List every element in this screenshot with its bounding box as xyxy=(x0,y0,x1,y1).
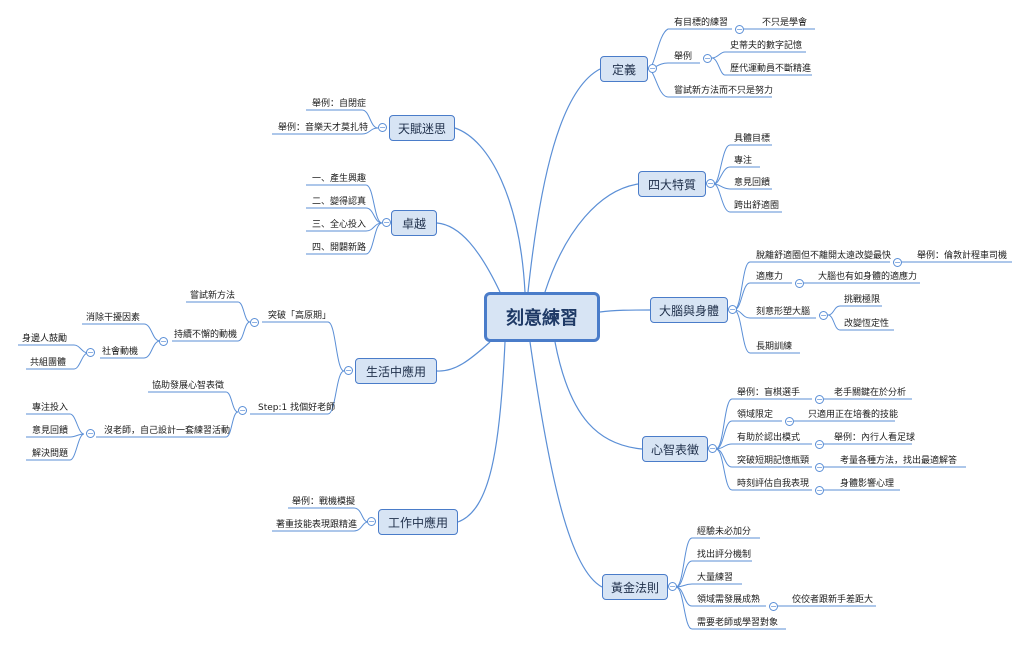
leaf-athletes[interactable]: 歷代運動員不斷精進 xyxy=(730,64,812,74)
collapse-toggle[interactable]: − xyxy=(815,440,824,449)
collapse-toggle[interactable]: − xyxy=(159,337,168,346)
leaf-purposeful-practice[interactable]: 有目標的練習 xyxy=(674,18,729,28)
leaf-social-motivation[interactable]: 社會動機 xyxy=(102,347,139,357)
branch-life-application[interactable]: 生活中應用 xyxy=(355,358,437,384)
leaf-new-path[interactable]: 四、開闢新路 xyxy=(312,243,367,253)
collapse-toggle[interactable]: − xyxy=(815,486,824,495)
collapse-toggle[interactable]: − xyxy=(819,311,828,320)
leaf-help-mental[interactable]: 協助發展心智表徵 xyxy=(152,381,225,391)
leaf-long-training[interactable]: 長期訓練 xyxy=(756,342,793,352)
leaf-remove-distraction[interactable]: 消除干擾因素 xyxy=(86,313,141,323)
leaf-focus[interactable]: 專注 xyxy=(734,156,753,166)
leaf-scoring[interactable]: 找出評分機制 xyxy=(697,550,752,560)
branch-mental-representation[interactable]: 心智表徵 xyxy=(642,436,708,462)
leaf-experience[interactable]: 經驗未必加分 xyxy=(697,527,752,537)
collapse-toggle[interactable]: − xyxy=(769,602,778,611)
collapse-toggle[interactable]: − xyxy=(86,348,95,357)
leaf-domain-specific[interactable]: 領域限定 xyxy=(737,410,774,420)
collapse-toggle[interactable]: − xyxy=(648,64,657,73)
leaf-comfort-zone[interactable]: 跨出舒適圈 xyxy=(734,201,780,211)
branch-define[interactable]: 定義 xyxy=(600,56,648,82)
leaf-no-teacher[interactable]: 沒老師，自己設計一套練習活動 xyxy=(104,426,231,436)
collapse-toggle[interactable]: − xyxy=(728,305,737,314)
leaf-skill-performance[interactable]: 著重技能表現跟精進 xyxy=(276,520,358,530)
leaf-need-teacher[interactable]: 需要老師或學習對象 xyxy=(697,618,779,628)
leaf-football-insider[interactable]: 舉例：內行人看足球 xyxy=(834,433,916,443)
leaf-shape-brain[interactable]: 刻意形塑大腦 xyxy=(756,307,811,317)
leaf-motivation[interactable]: 持續不懈的動機 xyxy=(174,330,238,340)
leaf-body-mind[interactable]: 身體影響心理 xyxy=(840,479,895,489)
leaf-short-memory[interactable]: 突破短期記憶瓶頸 xyxy=(737,456,810,466)
collapse-toggle[interactable]: − xyxy=(815,463,824,472)
collapse-toggle[interactable]: − xyxy=(378,123,387,132)
branch-talent-myth[interactable]: 天賦迷思 xyxy=(389,115,455,141)
collapse-toggle[interactable]: − xyxy=(86,429,95,438)
collapse-toggle[interactable]: − xyxy=(238,406,247,415)
branch-work-application[interactable]: 工作中應用 xyxy=(378,509,458,535)
leaf-try-new[interactable]: 嘗試新方法 xyxy=(190,291,236,301)
collapse-toggle[interactable]: − xyxy=(785,417,794,426)
leaf-gap[interactable]: 佼佼者跟新手差距大 xyxy=(792,595,874,605)
leaf-steve-memory[interactable]: 史蒂夫的數字記憶 xyxy=(730,41,803,51)
leaf-brain-adapt[interactable]: 大腦也有如身體的適應力 xyxy=(818,272,918,282)
collapse-toggle[interactable]: − xyxy=(703,54,712,63)
leaf-encouragement[interactable]: 身邊人鼓勵 xyxy=(22,334,68,344)
branch-brain-body[interactable]: 大腦與身體 xyxy=(650,297,728,323)
leaf-try-new-methods[interactable]: 嘗試新方法而不只是努力 xyxy=(674,86,774,96)
leaf-veteran-analysis[interactable]: 老手關鍵在於分析 xyxy=(834,388,907,398)
leaf-recognize-pattern[interactable]: 有助於認出模式 xyxy=(737,433,801,443)
collapse-toggle[interactable]: − xyxy=(668,582,677,591)
branch-golden-rules[interactable]: 黃金法則 xyxy=(602,574,668,600)
leaf-interest[interactable]: 一、產生興趣 xyxy=(312,174,367,184)
leaf-serious[interactable]: 二、變得認真 xyxy=(312,197,367,207)
collapse-toggle[interactable]: − xyxy=(367,517,376,526)
leaf-break-plateau[interactable]: 突破「高原期」 xyxy=(268,311,332,321)
branch-excellence[interactable]: 卓越 xyxy=(391,210,437,236)
leaf-self-evaluate[interactable]: 時刻評估自我表現 xyxy=(737,479,810,489)
leaf-skill-only[interactable]: 只適用正在培養的技能 xyxy=(808,410,899,420)
leaf-leave-comfort[interactable]: 脫離舒適圈但不離開太遠改變最快 xyxy=(756,251,892,261)
leaf-lots-practice[interactable]: 大量練習 xyxy=(697,573,734,583)
collapse-toggle[interactable]: − xyxy=(795,279,804,288)
leaf-mozart[interactable]: 舉例：音樂天才莫扎特 xyxy=(278,123,369,133)
collapse-toggle[interactable]: − xyxy=(344,366,353,375)
collapse-toggle[interactable]: − xyxy=(735,25,744,34)
leaf-flight-sim[interactable]: 舉例：戰機模擬 xyxy=(292,497,356,507)
leaf-challenge-limit[interactable]: 挑戰極限 xyxy=(844,295,881,305)
leaf-blind-chess[interactable]: 舉例：盲棋選手 xyxy=(737,388,801,398)
leaf-autism[interactable]: 舉例：自閉症 xyxy=(312,99,367,109)
leaf-example[interactable]: 舉例 xyxy=(674,52,693,62)
leaf-group[interactable]: 共組團體 xyxy=(30,358,67,368)
central-topic[interactable]: 刻意練習 xyxy=(484,292,600,342)
collapse-toggle[interactable]: − xyxy=(815,395,824,404)
leaf-not-just-learning[interactable]: 不只是學會 xyxy=(762,18,808,28)
collapse-toggle[interactable]: − xyxy=(708,444,717,453)
collapse-toggle[interactable]: − xyxy=(250,318,259,327)
leaf-focus-in[interactable]: 專注投入 xyxy=(32,403,69,413)
leaf-best-solution[interactable]: 考量各種方法，找出最適解答 xyxy=(840,456,958,466)
collapse-toggle[interactable]: − xyxy=(706,179,715,188)
leaf-find-teacher[interactable]: Step:1 找個好老師 xyxy=(258,403,336,413)
collapse-toggle[interactable]: − xyxy=(382,218,391,227)
leaf-feedback-life[interactable]: 意見回饋 xyxy=(32,426,69,436)
branch-four-traits[interactable]: 四大特質 xyxy=(638,171,706,197)
leaf-devote[interactable]: 三、全心投入 xyxy=(312,220,367,230)
leaf-feedback[interactable]: 意見回饋 xyxy=(734,178,771,188)
leaf-solve-problem[interactable]: 解決問題 xyxy=(32,449,69,459)
leaf-london-taxi[interactable]: 舉例：倫敦計程車司機 xyxy=(917,251,1008,261)
collapse-toggle[interactable]: − xyxy=(893,258,902,267)
leaf-change-homeostasis[interactable]: 改變恆定性 xyxy=(844,319,890,329)
leaf-adaptability[interactable]: 適應力 xyxy=(756,272,784,282)
leaf-specific-goal[interactable]: 具體目標 xyxy=(734,134,771,144)
leaf-mature-domain[interactable]: 領域需發展成熟 xyxy=(697,595,761,605)
